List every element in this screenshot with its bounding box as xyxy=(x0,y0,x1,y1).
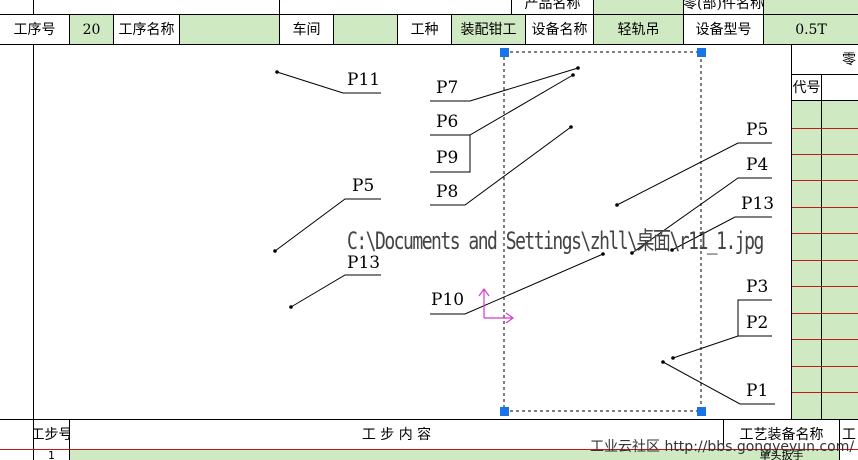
parts-row-line xyxy=(792,366,858,367)
part-name-label: 零(部)件名称 xyxy=(684,0,764,15)
label-p1: P1 xyxy=(746,381,769,401)
label-p8: P8 xyxy=(436,182,459,202)
label-p13-left: P13 xyxy=(347,253,381,273)
label-p6: P6 xyxy=(436,112,459,132)
parts-row-line xyxy=(792,313,858,314)
parts-row-line xyxy=(792,339,858,340)
code-label: 代号 xyxy=(792,75,822,101)
job-type-value[interactable]: 装配钳工 xyxy=(452,15,526,45)
process-no-value[interactable]: 20 xyxy=(70,15,114,45)
leader-line-p2 xyxy=(672,335,772,359)
workshop-label: 车间 xyxy=(280,15,334,45)
step-content-label: 工 步 内 容 xyxy=(70,420,724,449)
leader-line-p5-right xyxy=(616,142,772,206)
drawing-right-border xyxy=(791,45,792,420)
code-header-blank xyxy=(822,75,858,101)
leader-line-p5-left xyxy=(274,198,381,252)
selection-box xyxy=(503,51,702,412)
footer-top-border xyxy=(0,419,858,420)
grip-handle-top-left[interactable] xyxy=(500,48,509,57)
part-name-value[interactable] xyxy=(764,0,858,15)
top-row-cell xyxy=(280,0,512,15)
top-row-cell xyxy=(0,0,34,15)
label-p5-left: P5 xyxy=(352,176,375,196)
footer-extra-fragment: 工 xyxy=(842,426,856,443)
job-type-label: 工种 xyxy=(398,15,452,45)
process-name-label: 工序名称 xyxy=(114,15,180,45)
leader-line-p4 xyxy=(631,177,772,254)
parts-row-line xyxy=(792,180,858,181)
label-p10: P10 xyxy=(431,290,465,310)
label-p11: P11 xyxy=(347,70,381,90)
label-p7: P7 xyxy=(436,78,459,98)
leader-line-p10 xyxy=(430,253,604,315)
label-p13-right: P13 xyxy=(741,194,775,214)
label-p5-right: P5 xyxy=(746,120,769,140)
equipment-name-label: 设备名称 xyxy=(526,15,594,45)
product-name-value[interactable] xyxy=(594,0,684,15)
parts-row-line xyxy=(792,286,858,287)
leader-line-p11 xyxy=(276,71,381,94)
step-no-label: 工步号 xyxy=(33,420,70,449)
footer-red-line xyxy=(0,449,858,450)
tooling-label: 工艺装备名称 xyxy=(724,420,840,449)
parts-row-line xyxy=(792,233,858,234)
leader-line-p13-right xyxy=(671,216,772,251)
bracket-p3 xyxy=(737,299,772,336)
image-path-text: C:\Documents and Settings\zhll\桌面\r11_1.… xyxy=(347,227,764,256)
parts-row-line xyxy=(792,128,858,129)
grip-handle-top-right[interactable] xyxy=(697,48,706,57)
bracket-p9 xyxy=(430,135,471,173)
drawing-left-border xyxy=(33,45,34,420)
equipment-model-label: 设备型号 xyxy=(684,15,764,45)
right-panel-title: 零 xyxy=(792,45,858,75)
top-row-cell xyxy=(34,0,280,15)
label-p3: P3 xyxy=(746,277,769,297)
leader-line-p13-left xyxy=(290,274,381,308)
workshop-value[interactable] xyxy=(334,15,398,45)
forum-watermark: 工业云社区 http://bbs.gongyeyun.com/ xyxy=(590,439,855,455)
parts-row-line xyxy=(792,392,858,393)
leader-line-p1 xyxy=(662,361,775,405)
process-no-label: 工序号 xyxy=(0,15,70,45)
label-p4: P4 xyxy=(746,155,769,175)
parts-row-line xyxy=(792,207,858,208)
first-step-tooling[interactable]: 单头扳手 xyxy=(724,450,840,460)
leader-line-p8 xyxy=(430,126,572,206)
leader-line-p7 xyxy=(430,67,579,102)
parts-row-line xyxy=(792,154,858,155)
parts-row-line xyxy=(792,260,858,261)
label-p9: P9 xyxy=(436,148,459,168)
grip-handle-bottom-right[interactable] xyxy=(697,407,706,416)
equipment-model-value[interactable]: 0.5T xyxy=(764,15,858,45)
label-p2: P2 xyxy=(746,313,769,333)
product-name-label: 产品名称 xyxy=(512,0,594,15)
process-name-value[interactable] xyxy=(180,15,280,45)
first-step-no: 1 xyxy=(33,450,70,460)
equipment-name-value[interactable]: 轻轨吊 xyxy=(594,15,684,45)
grip-handle-bottom-left[interactable] xyxy=(500,407,509,416)
ucs-axis-icon xyxy=(478,287,515,324)
